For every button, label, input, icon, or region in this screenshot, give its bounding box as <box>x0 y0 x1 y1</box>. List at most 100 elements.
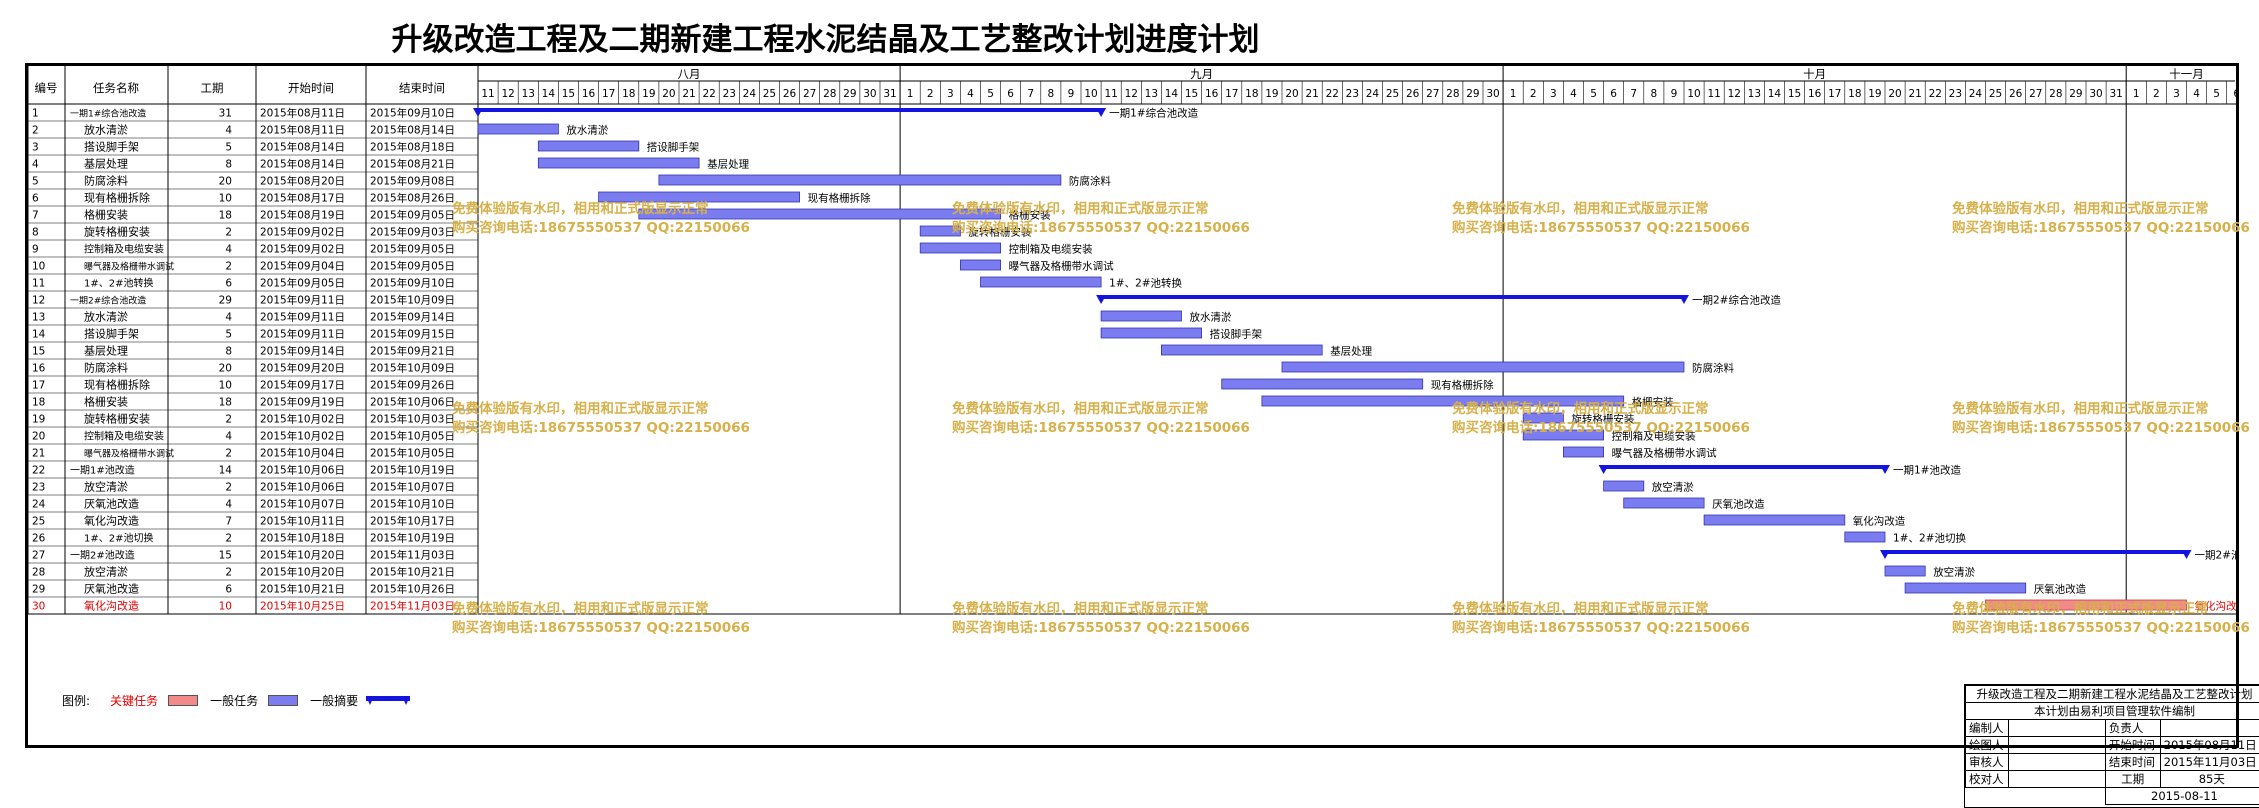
task-bar <box>1282 362 1684 372</box>
summary-start-marker <box>1599 465 1609 474</box>
task-end: 2015年09月10日 <box>370 277 455 290</box>
legend: 图例: 关键任务 一般任务 一般摘要 <box>62 689 412 711</box>
bar-label: 现有格栅拆除 <box>1431 379 1494 392</box>
day-label: 1 <box>2133 88 2140 100</box>
task-start: 2015年10月21日 <box>260 583 345 596</box>
task-end: 2015年10月05日 <box>370 447 455 460</box>
legend-summary-label: 一般摘要 <box>310 692 358 709</box>
task-id: 16 <box>32 363 46 375</box>
info-label-start: 开始时间 <box>2105 737 2160 754</box>
task-name: 格栅安装 <box>84 395 128 409</box>
task-duration: 2 <box>225 261 232 273</box>
watermark: 免费体验版有水印，相用和正式版显示正常购买咨询电话:18675550537 QQ… <box>1452 600 1750 638</box>
task-id: 15 <box>32 346 45 358</box>
task-end: 2015年09月05日 <box>370 209 455 222</box>
day-label: 27 <box>2029 88 2042 100</box>
day-label: 19 <box>1868 88 1881 100</box>
day-label: 30 <box>1486 88 1499 100</box>
bar-label: 氧化沟改造 <box>1853 515 1906 528</box>
task-name: 基层处理 <box>84 158 128 171</box>
task-start: 2015年10月06日 <box>260 464 345 477</box>
table-header: 任务名称 <box>93 81 139 95</box>
task-bar <box>478 124 558 134</box>
bar-label: 曝气器及格栅带水调试 <box>1009 260 1114 273</box>
task-bar <box>1845 532 1885 542</box>
task-start: 2015年09月02日 <box>260 226 345 239</box>
task-name: 厌氧池改造 <box>84 497 139 511</box>
bar-label: 1#、2#池转换 <box>1109 277 1182 290</box>
task-duration: 10 <box>219 380 232 392</box>
day-label: 2 <box>2153 88 2160 100</box>
day-label: 17 <box>602 88 615 100</box>
bar-label: 一期2#池改造 <box>2195 549 2237 562</box>
day-label: 23 <box>1949 88 1962 100</box>
task-name: 基层处理 <box>84 345 128 358</box>
task-start: 2015年08月14日 <box>260 141 345 154</box>
task-end: 2015年11月03日 <box>370 549 455 562</box>
bar-label: 防腐涂料 <box>1692 362 1734 375</box>
day-label: 24 <box>1366 88 1380 100</box>
task-id: 22 <box>32 465 45 477</box>
task-name: 曝气器及格栅带水调试 <box>84 448 174 460</box>
task-end: 2015年10月03日 <box>370 413 455 426</box>
task-start: 2015年09月17日 <box>260 379 345 392</box>
task-id: 9 <box>32 244 39 256</box>
task-start: 2015年08月17日 <box>260 192 345 205</box>
watermark: 免费体验版有水印，相用和正式版显示正常购买咨询电话:18675550537 QQ… <box>1952 400 2250 438</box>
task-name: 1#、2#池切换 <box>84 532 153 545</box>
task-end: 2015年10月09日 <box>370 294 455 307</box>
day-label: 14 <box>1768 88 1782 100</box>
task-name: 控制箱及电缆安装 <box>84 243 164 256</box>
task-end: 2015年10月05日 <box>370 430 455 443</box>
watermark: 免费体验版有水印，相用和正式版显示正常购买咨询电话:18675550537 QQ… <box>452 600 750 638</box>
bar-label: 基层处理 <box>1330 345 1372 358</box>
summary-bar <box>478 108 1101 112</box>
day-label: 27 <box>1426 88 1439 100</box>
task-start: 2015年09月05日 <box>260 277 345 290</box>
day-label: 6 <box>1610 88 1617 100</box>
day-label: 11 <box>1104 88 1117 100</box>
day-label: 9 <box>1671 88 1678 100</box>
day-label: 30 <box>863 88 876 100</box>
bar-label: 1#、2#池切换 <box>1893 532 1966 545</box>
task-start: 2015年09月11日 <box>260 294 345 307</box>
task-bar <box>981 277 1102 287</box>
bar-label: 现有格栅拆除 <box>808 192 871 205</box>
task-end: 2015年09月10日 <box>370 107 455 120</box>
task-bar <box>1563 447 1603 457</box>
task-id: 18 <box>32 397 45 409</box>
task-start: 2015年08月11日 <box>260 124 345 137</box>
task-start: 2015年10月11日 <box>260 515 345 528</box>
task-duration: 29 <box>219 295 232 307</box>
day-label: 13 <box>1748 88 1761 100</box>
task-duration: 2 <box>225 533 232 545</box>
legend-critical-label: 关键任务 <box>110 692 158 709</box>
task-id: 4 <box>32 159 39 171</box>
day-label: 29 <box>1466 88 1479 100</box>
day-label: 5 <box>987 88 994 100</box>
task-id: 10 <box>32 261 45 273</box>
summary-end-marker <box>2182 550 2192 559</box>
task-end: 2015年09月14日 <box>370 311 455 324</box>
task-duration: 6 <box>225 584 232 596</box>
task-name: 现有格栅拆除 <box>84 191 150 205</box>
day-label: 2 <box>927 88 934 100</box>
task-duration: 15 <box>219 550 232 562</box>
day-label: 12 <box>501 88 514 100</box>
task-name: 1#、2#池转换 <box>84 277 153 290</box>
summary-end-marker <box>1880 465 1890 474</box>
bar-label: 放水清淤 <box>1190 311 1232 324</box>
watermark: 免费体验版有水印，相用和正式版显示正常购买咨询电话:18675550537 QQ… <box>1952 200 2250 238</box>
task-end: 2015年09月21日 <box>370 345 455 358</box>
task-duration: 7 <box>225 516 232 528</box>
task-id: 24 <box>32 499 46 511</box>
task-id: 25 <box>32 516 45 528</box>
month-label: 十一月 <box>2169 67 2204 81</box>
day-label: 15 <box>562 88 575 100</box>
task-name: 搭设脚手架 <box>84 327 139 341</box>
day-label: 10 <box>1084 88 1097 100</box>
table-header: 开始时间 <box>288 81 334 95</box>
day-label: 10 <box>1687 88 1700 100</box>
day-label: 14 <box>1165 88 1179 100</box>
task-duration: 10 <box>219 601 232 613</box>
